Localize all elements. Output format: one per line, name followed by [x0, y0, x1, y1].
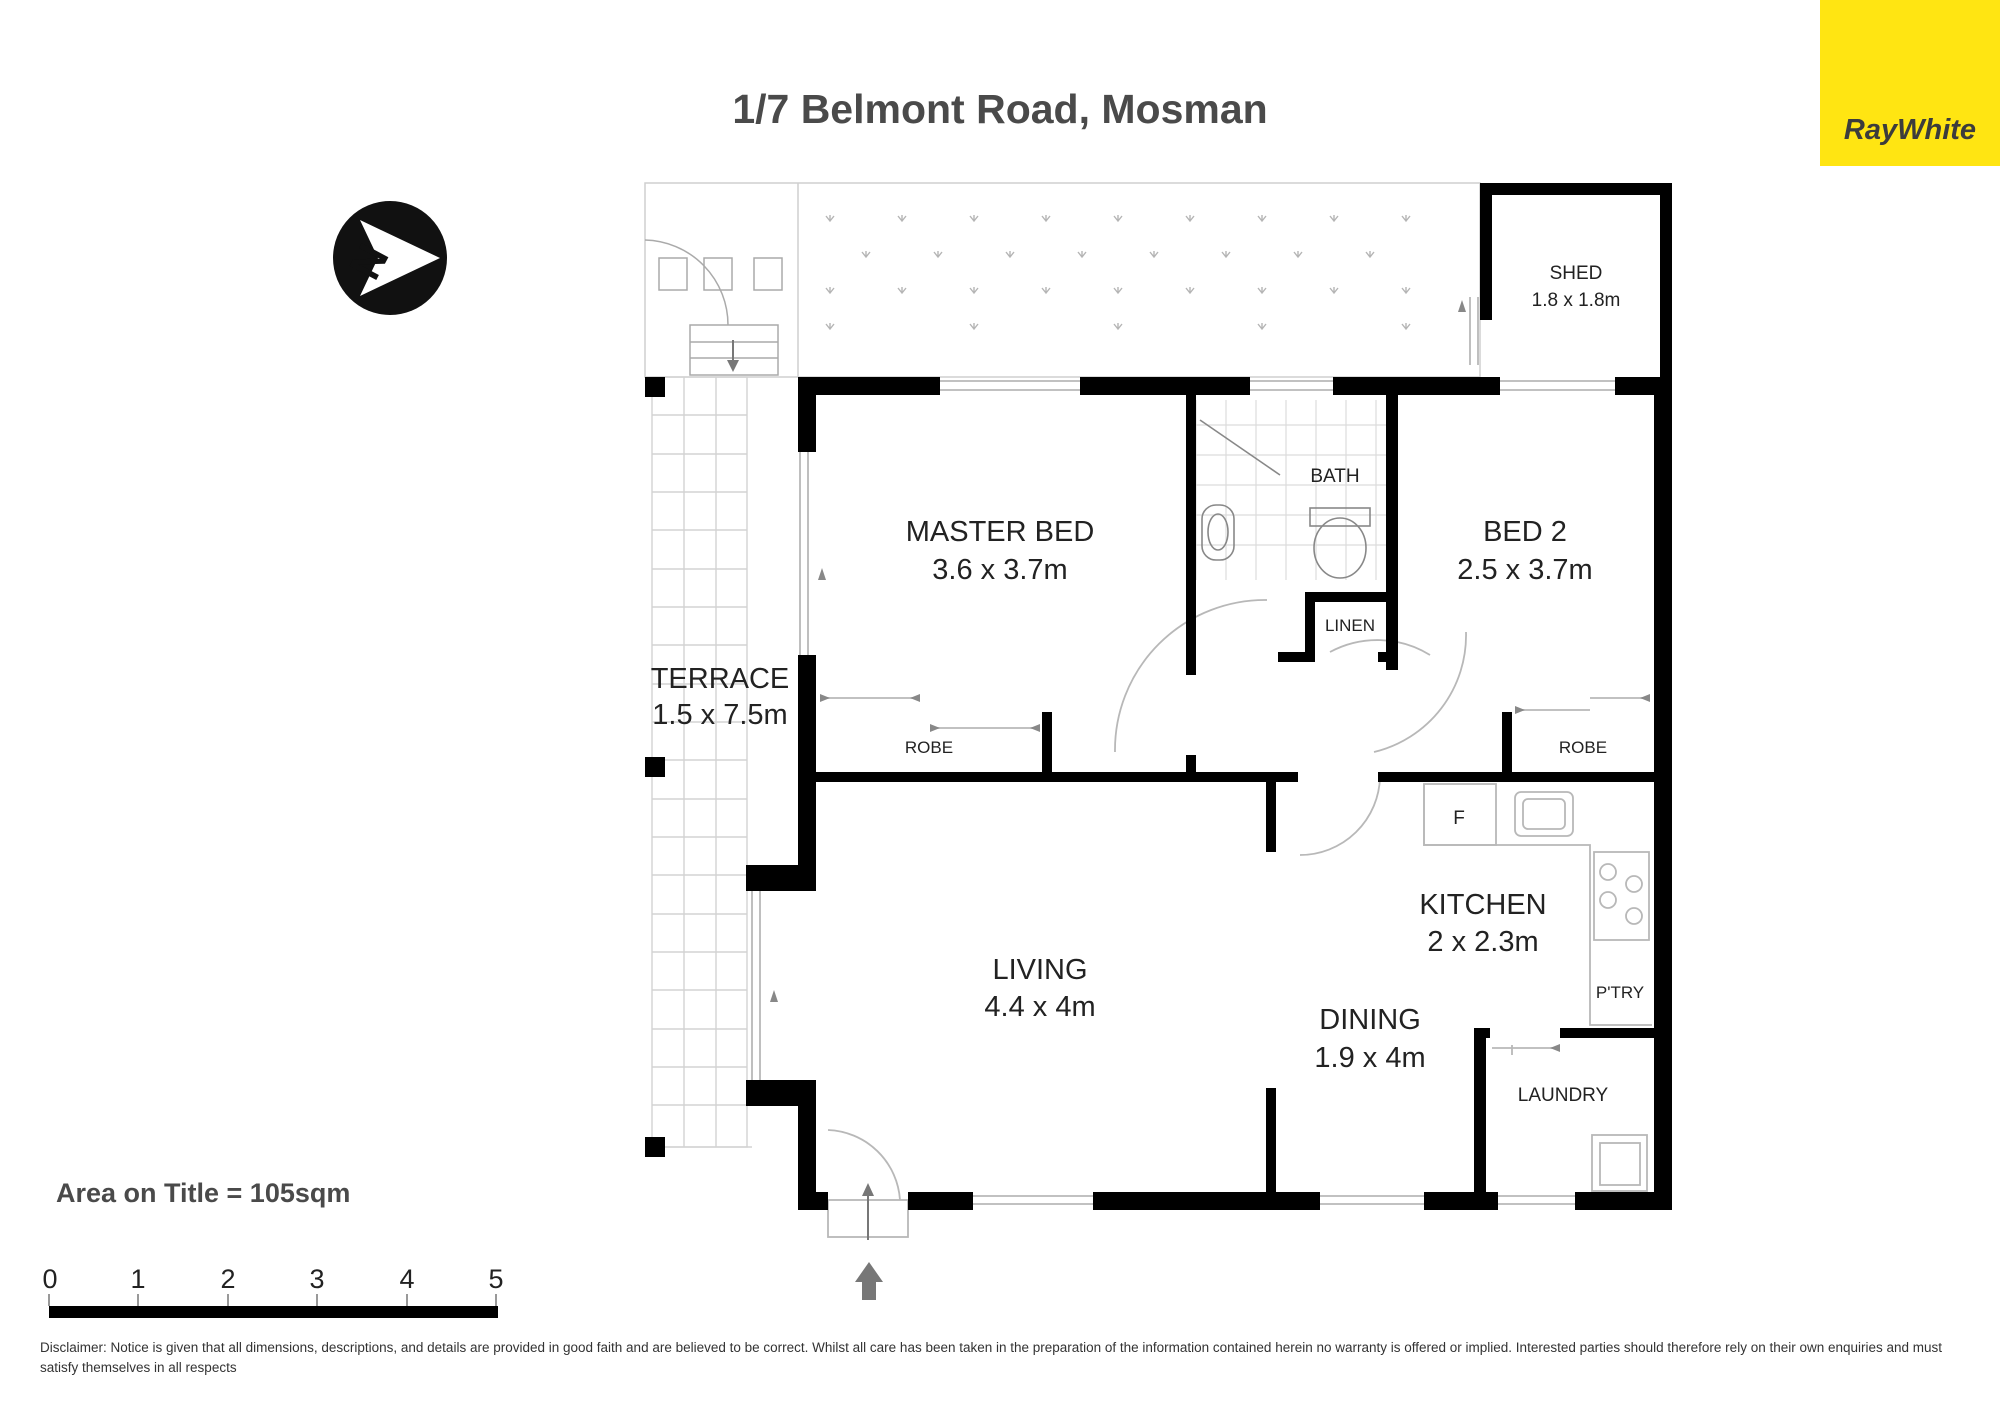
room-kitchen-name: KITCHEN [1419, 889, 1546, 921]
scale-tick-1: 1 [130, 1264, 146, 1294]
room-robe-left-name: ROBE [905, 738, 953, 757]
compass-icon: N [333, 201, 447, 315]
disclaimer-text: Disclaimer: Notice is given that all dim… [40, 1340, 1943, 1375]
brand-name: RayWhite [1843, 114, 1977, 146]
scale-tick-2: 2 [220, 1264, 236, 1294]
room-pantry-name: P'TRY [1596, 983, 1644, 1002]
scale-tick-3: 3 [309, 1264, 325, 1294]
room-kitchen-size: 2 x 2.3m [1427, 926, 1538, 958]
room-bed2-size: 2.5 x 3.7m [1457, 554, 1592, 586]
bath-fixtures [1199, 419, 1371, 579]
page-title: 1/7 Belmont Road, Mosman [732, 86, 1268, 132]
direction-arrows [770, 300, 1650, 1052]
room-shed-size: 1.8 x 1.8m [1532, 290, 1621, 311]
garden-plants [825, 215, 1411, 331]
walls [746, 183, 1672, 1210]
room-shed-name: SHED [1550, 263, 1603, 284]
steps-arrow-icon [727, 340, 739, 372]
scale-tick-4: 4 [399, 1264, 415, 1294]
garden-outline [644, 182, 1481, 378]
scale-bar [48, 1294, 498, 1318]
terrace-posts [645, 377, 665, 1157]
room-robe-right-name: ROBE [1559, 738, 1607, 757]
room-bed2-name: BED 2 [1483, 516, 1567, 548]
entry-arrow-icon [855, 1183, 883, 1300]
bath-tiles [1195, 400, 1386, 580]
scale-tick-0: 0 [42, 1264, 58, 1294]
room-bath-name: BATH [1310, 466, 1359, 487]
room-master-size: 3.6 x 3.7m [932, 554, 1067, 586]
room-master-name: MASTER BED [906, 516, 1095, 548]
room-linen-name: LINEN [1325, 616, 1375, 635]
area-on-title: Area on Title = 105sqm [56, 1178, 351, 1208]
room-living-name: LIVING [992, 954, 1087, 986]
outdoor-furniture [644, 239, 783, 376]
room-dining-size: 1.9 x 4m [1314, 1042, 1425, 1074]
room-terrace-size: 1.5 x 7.5m [652, 699, 787, 731]
terrace-tiles [651, 376, 752, 1148]
room-terrace-name: TERRACE [651, 663, 790, 695]
room-dining-name: DINING [1319, 1004, 1421, 1036]
scale-tick-5: 5 [488, 1264, 504, 1294]
fridge-label: F [1453, 808, 1465, 829]
window-lines [751, 297, 1652, 1238]
raywhite-logo: RayWhite [1820, 0, 2000, 166]
room-living-size: 4.4 x 4m [984, 991, 1095, 1023]
room-laundry-name: LAUNDRY [1518, 1085, 1609, 1106]
